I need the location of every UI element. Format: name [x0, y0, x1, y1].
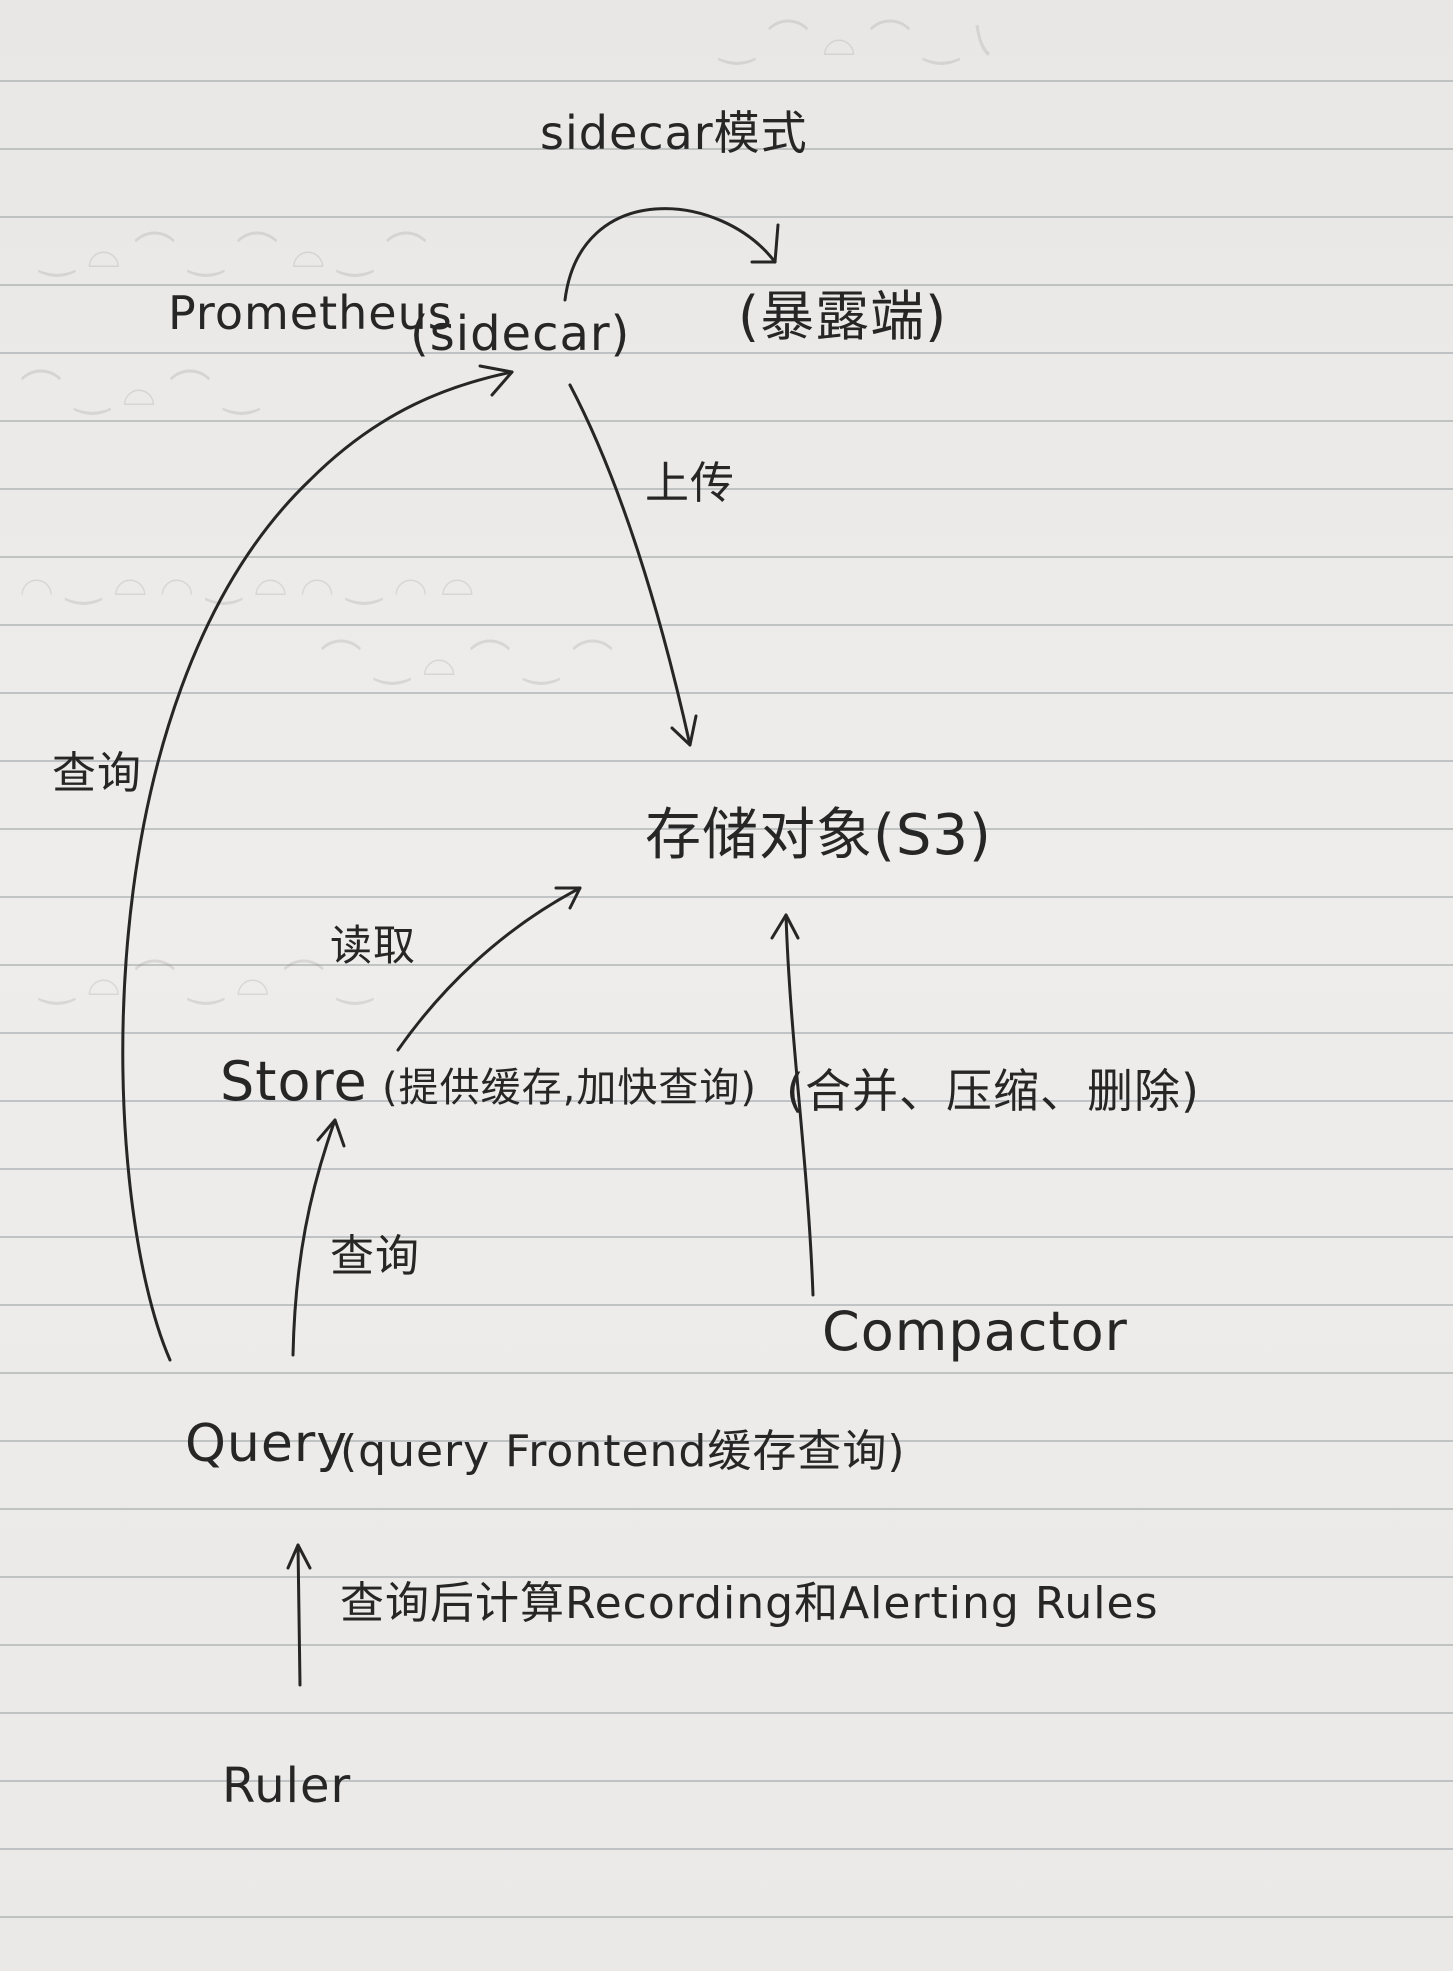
ruled-line	[0, 80, 1453, 82]
ruled-line	[0, 1100, 1453, 1102]
ruled-line	[0, 1916, 1453, 1918]
arrowhead	[770, 913, 800, 940]
ruled-line	[0, 1644, 1453, 1646]
arrowhead	[316, 1118, 346, 1148]
ruled-line	[0, 556, 1453, 558]
ruled-line	[0, 1372, 1453, 1374]
ruled-line	[0, 284, 1453, 286]
arrow-query-to-store	[291, 1118, 337, 1357]
edge-label-query-store: 查询	[330, 1231, 420, 1282]
arrowhead	[554, 886, 582, 910]
ruled-line	[0, 1780, 1453, 1782]
arrow-store-to-storage	[396, 886, 582, 1052]
edge-label-upload: 上传	[645, 458, 735, 509]
diagram-title: sidecar模式	[540, 106, 808, 160]
ruled-line	[0, 828, 1453, 830]
edge-label-read: 读取	[330, 921, 417, 970]
ruled-line	[0, 1032, 1453, 1034]
node-query: Query	[185, 1414, 349, 1474]
arrowhead	[670, 714, 698, 747]
store-note: (提供缓存,加快查询)	[382, 1065, 757, 1111]
arrow-query-to-sidecar	[121, 370, 514, 1362]
ruled-line	[0, 148, 1453, 150]
ruled-line	[0, 1712, 1453, 1714]
ruled-line	[0, 1304, 1453, 1306]
edge-label-ruler: 查询后计算Recording和Alerting Rules	[340, 1578, 1159, 1629]
ruled-line	[0, 1508, 1453, 1510]
node-object-storage: 存储对象(S3)	[645, 803, 992, 868]
ruled-line	[0, 1440, 1453, 1442]
ruled-line	[0, 352, 1453, 354]
node-ruler: Ruler	[222, 1758, 352, 1814]
node-store: Store	[220, 1050, 368, 1113]
ruled-line	[0, 1168, 1453, 1170]
edge-label-query-sidecar: 查询	[52, 748, 142, 799]
ruled-line	[0, 1848, 1453, 1850]
ruled-line	[0, 1576, 1453, 1578]
ruled-line	[0, 896, 1453, 898]
ruled-line	[0, 1236, 1453, 1238]
arrowhead	[478, 364, 514, 397]
arrow-compactor-to-storage	[784, 913, 815, 1297]
node-expose: (暴露端)	[738, 285, 948, 348]
query-note: (query Frontend缓存查询)	[340, 1426, 906, 1477]
node-prometheus: Prometheus	[168, 286, 453, 340]
arrowhead	[286, 1543, 312, 1570]
node-sidecar: (sidecar)	[410, 306, 631, 362]
compactor-note: (合并、压缩、删除)	[786, 1064, 1200, 1118]
ruled-line	[0, 488, 1453, 490]
arrow-ruler-to-query	[296, 1543, 302, 1687]
node-compactor: Compactor	[822, 1300, 1128, 1363]
curved-arrow-sidecar-to-expose	[563, 207, 777, 302]
ruled-line	[0, 216, 1453, 218]
ruled-line	[0, 420, 1453, 422]
ruled-line	[0, 692, 1453, 694]
ruled-line	[0, 964, 1453, 966]
arrowhead	[750, 223, 780, 264]
ruled-line	[0, 760, 1453, 762]
ruled-line	[0, 624, 1453, 626]
arrow-sidecar-to-storage	[568, 383, 692, 747]
